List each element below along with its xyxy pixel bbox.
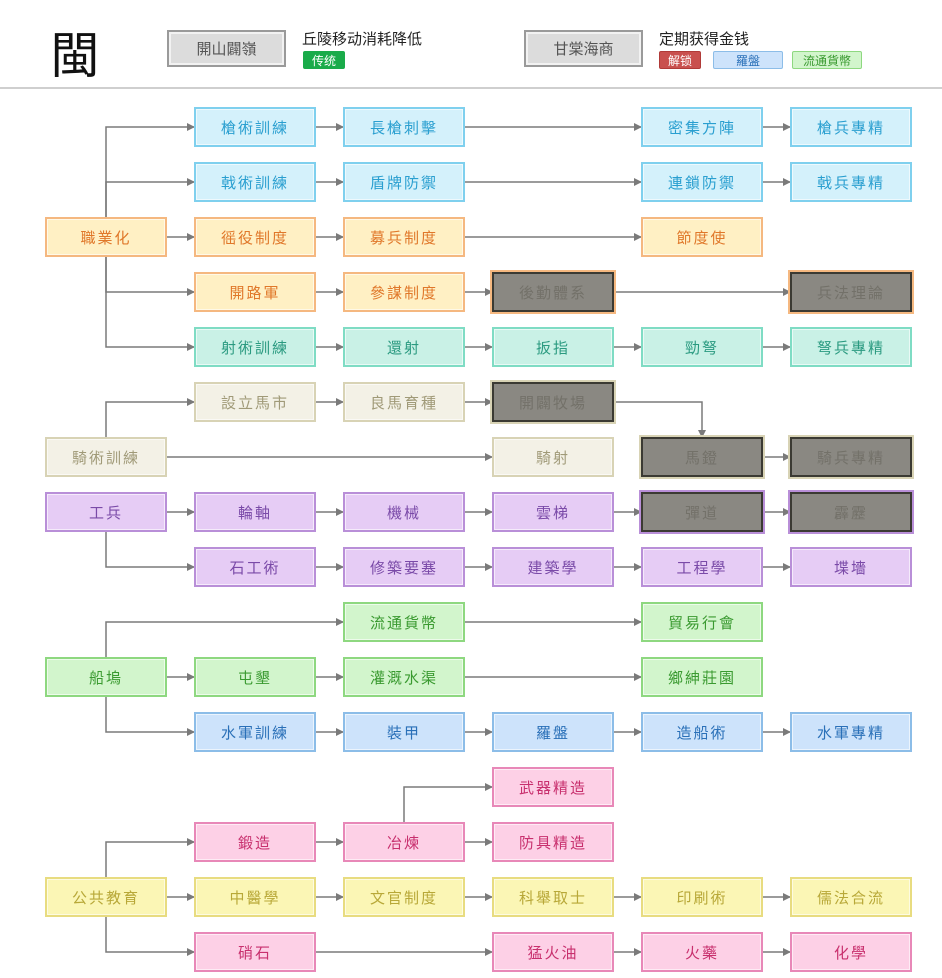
requirement-badge[interactable]: 羅盤 [713,51,783,69]
tech-node[interactable]: 猛火油 [492,932,614,972]
unlock-badge: 解锁 [659,51,702,69]
tech-node[interactable]: 戟術訓練 [194,162,316,202]
trait-description-1: 丘陵移动消耗降低 [302,30,423,48]
tech-node-locked[interactable]: 騎兵專精 [790,437,912,477]
connector-arrow [105,697,195,736]
tech-node[interactable]: 騎術訓練 [45,437,167,477]
tech-node[interactable]: 連鎖防禦 [641,162,763,202]
requirement-badge[interactable]: 流通貨幣 [792,51,862,69]
tech-node[interactable]: 化學 [790,932,912,972]
tech-node[interactable]: 造船術 [641,712,763,752]
tech-node[interactable]: 槍術訓練 [194,107,316,147]
tech-node[interactable]: 科舉取士 [492,877,614,917]
tech-node[interactable]: 建築學 [492,547,614,587]
tech-node-locked[interactable]: 兵法理論 [790,272,912,312]
tech-node[interactable]: 長槍刺擊 [343,107,465,147]
tech-node[interactable]: 冶煉 [343,822,465,862]
tech-node[interactable]: 戟兵專精 [790,162,912,202]
tech-node[interactable]: 職業化 [45,217,167,257]
tech-node[interactable]: 徭役制度 [194,217,316,257]
trait-badge: 传统 [303,51,346,69]
tech-node-locked[interactable]: 開闢牧場 [492,382,614,422]
connector-arrow [105,838,195,877]
connector-arrow [105,618,344,657]
connector-arrow [614,401,706,438]
tech-node[interactable]: 防具精造 [492,822,614,862]
tech-node[interactable]: 射術訓練 [194,327,316,367]
tech-node[interactable]: 盾牌防禦 [343,162,465,202]
tech-node[interactable]: 弩兵專精 [790,327,912,367]
connector-arrow [105,178,195,217]
tech-node[interactable]: 儒法合流 [790,877,912,917]
tech-node[interactable]: 裝甲 [343,712,465,752]
tech-node[interactable]: 扳指 [492,327,614,367]
connector-arrow [403,783,493,822]
tech-node[interactable]: 參謀制度 [343,272,465,312]
tech-node-locked[interactable]: 馬鐙 [641,437,763,477]
tech-node[interactable]: 船塢 [45,657,167,697]
tech-node[interactable]: 中醫學 [194,877,316,917]
connector-arrow [105,257,195,296]
tech-node[interactable]: 石工術 [194,547,316,587]
tech-node[interactable]: 鍛造 [194,822,316,862]
tech-node[interactable]: 還射 [343,327,465,367]
connector-arrow [105,257,195,351]
tech-node[interactable]: 募兵制度 [343,217,465,257]
tech-node[interactable]: 水軍訓練 [194,712,316,752]
tech-node[interactable]: 良馬育種 [343,382,465,422]
tech-node[interactable]: 武器精造 [492,767,614,807]
connector-arrow [105,123,195,217]
tech-node[interactable]: 機械 [343,492,465,532]
trait-description-2: 定期获得金钱 [659,30,750,48]
tech-node[interactable]: 工兵 [45,492,167,532]
tech-node-locked[interactable]: 後勤體系 [492,272,614,312]
tech-node[interactable]: 鄉紳莊園 [641,657,763,697]
tech-node[interactable]: 貿易行會 [641,602,763,642]
connector-arrow [105,532,195,571]
tech-node[interactable]: 工程學 [641,547,763,587]
tech-node[interactable]: 雲梯 [492,492,614,532]
tech-node[interactable]: 水軍專精 [790,712,912,752]
trait-button-1[interactable]: 開山闢嶺 [167,30,286,67]
tech-node[interactable]: 修築要塞 [343,547,465,587]
header: 閩 開山闢嶺 丘陵移动消耗降低 传统 甘棠海商 定期获得金钱 解锁 羅盤 流通貨… [0,0,942,89]
tech-node[interactable]: 火藥 [641,932,763,972]
tech-node[interactable]: 密集方陣 [641,107,763,147]
tech-node[interactable]: 勁弩 [641,327,763,367]
tech-node[interactable]: 槍兵專精 [790,107,912,147]
tech-node[interactable]: 灌溉水渠 [343,657,465,697]
tech-node[interactable]: 輪軸 [194,492,316,532]
tech-node[interactable]: 硝石 [194,932,316,972]
region-character: 閩 [50,27,100,85]
tech-node[interactable]: 文官制度 [343,877,465,917]
tech-node[interactable]: 印刷術 [641,877,763,917]
tech-node-locked[interactable]: 彈道 [641,492,763,532]
tech-node[interactable]: 堞墻 [790,547,912,587]
connector-arrow [105,398,195,437]
connector-arrow [105,917,195,956]
tech-node[interactable]: 設立馬市 [194,382,316,422]
tech-node[interactable]: 節度使 [641,217,763,257]
tech-node[interactable]: 公共教育 [45,877,167,917]
tech-node[interactable]: 屯墾 [194,657,316,697]
tech-node[interactable]: 開路軍 [194,272,316,312]
tech-node-locked[interactable]: 霹靂 [790,492,912,532]
trait-button-2[interactable]: 甘棠海商 [524,30,643,67]
tech-node[interactable]: 羅盤 [492,712,614,752]
tech-node[interactable]: 流通貨幣 [343,602,465,642]
tech-node[interactable]: 騎射 [492,437,614,477]
